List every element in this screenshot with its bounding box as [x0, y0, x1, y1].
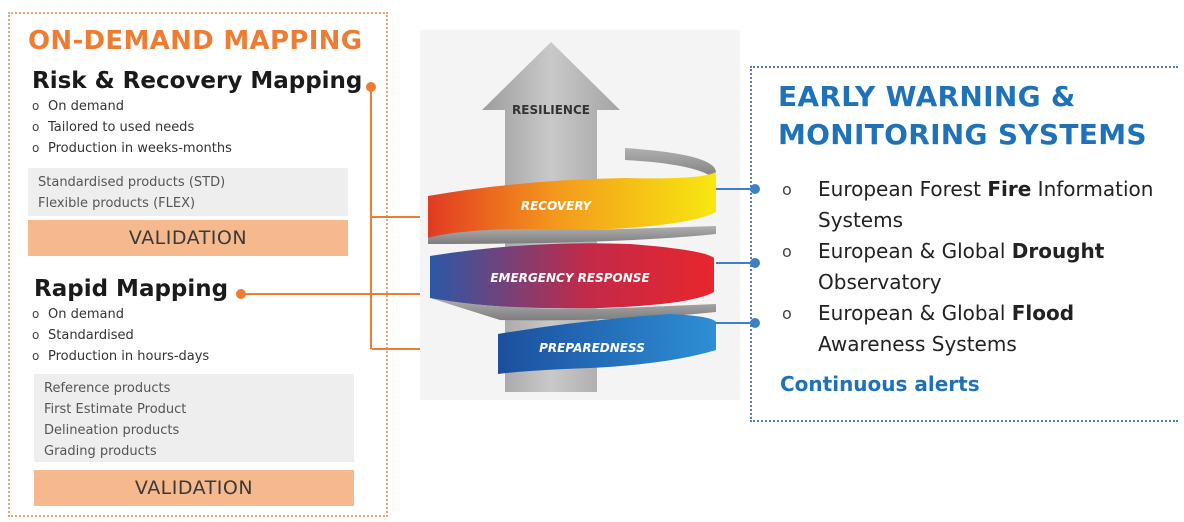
resilience-spiral-diagram: RESILIENCE RECOVERY EMERGENCY RESPONSE P…	[420, 30, 740, 400]
connector-dot-drought	[750, 258, 760, 268]
early-warning-list: o European Forest Fire Information Syste…	[782, 174, 1172, 360]
item-text-pre: European & Global	[818, 239, 1012, 263]
risk-recovery-bullets: On demand Tailored to used needs Product…	[32, 96, 232, 159]
bullet-icon: o	[782, 180, 792, 199]
list-item: o European & Global Flood Awareness Syst…	[782, 298, 1172, 360]
connector-to-response	[241, 293, 433, 295]
band-emergency-label: EMERGENCY RESPONSE	[490, 271, 650, 285]
item-text-pre: European & Global	[818, 301, 1012, 325]
risk-recovery-title: Risk & Recovery Mapping	[32, 68, 363, 94]
list-item: Delineation products	[44, 423, 180, 438]
connector-flood	[716, 322, 756, 324]
early-warning-panel-border	[750, 66, 752, 422]
band-recovery-label: RECOVERY	[521, 199, 593, 213]
on-demand-mapping-title: ON-DEMAND MAPPING	[28, 26, 363, 56]
connector-fire	[716, 188, 756, 190]
list-item: Grading products	[44, 444, 157, 459]
band-emergency-response	[430, 243, 714, 309]
early-warning-title-line1: EARLY WARNING &	[778, 80, 1076, 113]
connector-vertical	[370, 87, 372, 349]
connector-to-recovery	[370, 216, 432, 218]
spiral-back-mid	[428, 226, 716, 244]
continuous-alerts: Continuous alerts	[780, 372, 980, 396]
band-preparedness	[498, 314, 716, 374]
early-warning-panel	[750, 66, 1178, 422]
list-item: Production in hours-days	[32, 346, 209, 367]
rapid-mapping-bullets: On demand Standardised Production in hou…	[32, 304, 209, 367]
on-demand-mapping-panel	[8, 12, 388, 517]
resilience-label: RESILIENCE	[512, 103, 590, 117]
item-text-post: Awareness Systems	[818, 332, 1017, 356]
list-item: Standardised	[32, 325, 209, 346]
connector-dot-flood	[750, 318, 760, 328]
list-item: Reference products	[44, 381, 171, 396]
connector-dot-fire	[750, 184, 760, 194]
list-item: o European & Global Drought Observatory	[782, 236, 1172, 298]
list-item: On demand	[32, 304, 209, 325]
bullet-icon: o	[782, 304, 792, 323]
validation-bar-rapid: VALIDATION	[34, 470, 354, 506]
list-item: Standardised products (STD)	[38, 175, 226, 190]
spiral-back-top	[625, 148, 716, 180]
spiral-back-low	[430, 298, 716, 321]
item-text-bold: Fire	[987, 177, 1032, 201]
rapid-mapping-title: Rapid Mapping	[34, 276, 229, 302]
rapid-mapping-products: Reference products First Estimate Produc…	[34, 374, 354, 462]
list-item: o European Forest Fire Information Syste…	[782, 174, 1172, 236]
list-item: Tailored to used needs	[32, 117, 232, 138]
item-text-pre: European Forest	[818, 177, 988, 201]
list-item: Flexible products (FLEX)	[38, 196, 196, 211]
bullet-icon: o	[782, 242, 792, 261]
early-warning-title: EARLY WARNING & MONITORING SYSTEMS	[778, 78, 1147, 154]
validation-bar-risk: VALIDATION	[28, 220, 348, 256]
item-text-bold: Drought	[1011, 239, 1105, 263]
item-text-post: Observatory	[818, 270, 942, 294]
band-preparedness-label: PREPAREDNESS	[539, 341, 645, 355]
band-recovery	[428, 172, 716, 238]
risk-recovery-products: Standardised products (STD) Flexible pro…	[28, 168, 348, 216]
item-text-bold: Flood	[1011, 301, 1075, 325]
list-item: First Estimate Product	[44, 402, 187, 417]
connector-drought	[716, 262, 756, 264]
item-text-post: Information Systems	[818, 177, 1154, 232]
early-warning-title-line2: MONITORING SYSTEMS	[778, 118, 1147, 151]
list-item: Production in weeks-months	[32, 138, 232, 159]
list-item: On demand	[32, 96, 232, 117]
